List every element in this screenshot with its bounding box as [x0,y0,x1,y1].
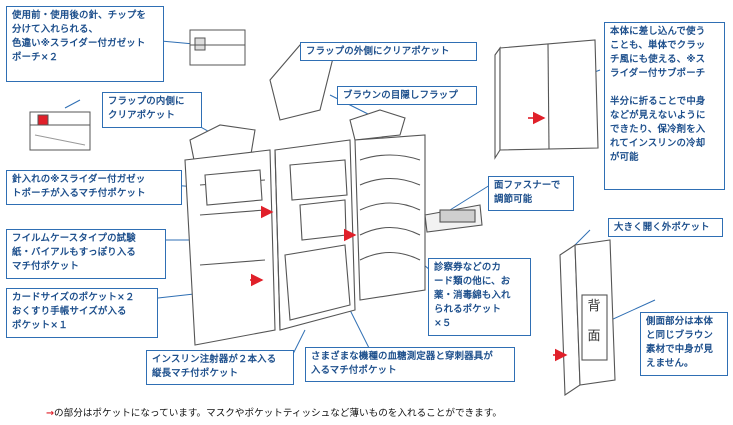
label-insulin-syringe-pocket: インスリン注射器が２本入る 縦長マチ付ポケット [146,350,294,385]
label-card-pockets-x5: 診察券などのカ ード類の他に、お 薬・消毒綿も入れ られるポケット ×５ [428,258,531,336]
label-needle-gusset-pocket: 針入れの※スライダー付ガゼッ トポーチが入るマチ付ポケット [6,170,182,205]
red-arrow-icon: → [46,408,55,419]
label-flap-outer-clear-pocket: フラップの外側にクリアポケット [300,42,477,61]
sub-pouch-illustration [494,39,599,160]
label-sub-pouch: 本体に差し込んで使う ことも、単体でクラッ チ風にも使える、※ス ライダー付サブ… [604,22,725,190]
label-velcro-adjustable: 面ファスナーで 調節可能 [488,176,574,211]
back-side-illustration [559,239,616,397]
label-card-size-pockets: カードサイズのポケット×２ おくすり手帳サイズが入る ポケット×１ [6,288,158,338]
footer-text: の部分はポケットになっています。マスクやポケットティッシュなど薄いものを入れるこ… [54,408,502,419]
label-brown-cover-flap: ブラウンの目隠しフラップ [337,86,477,105]
label-side-brown-material: 側面部分は本体 と同じブラウン 素材で中身が見 えません。 [640,312,728,376]
gusset-pouch-illustration-1 [189,29,246,66]
label-film-case-pocket: フイルムケースタイプの試験 紙・バイアルもすっぽり入る マチ付ポケット [6,229,166,279]
label-large-outer-pocket: 大きく開く外ポケット [608,218,723,237]
side-label-bottom: 面 [587,329,600,344]
pocket-arrows [250,111,568,362]
label-flap-inner-clear-pocket: フラップの内側に クリアポケット [102,92,202,128]
main-case-illustration [184,44,483,346]
side-label-top: 背 [587,299,600,314]
label-glucose-meter-pocket: さまざまな機種の血糖測定器と穿刺器具が 入るマチ付ポケット [305,347,515,382]
gusset-pouch-illustration-2 [29,111,91,151]
footer-note: →の部分はポケットになっています。マスクやポケットティッシュなど薄いものを入れる… [46,405,502,419]
label-gusset-pouch-x2: 使用前・使用後の針、チップを 分けて入れられる、 色違い※スライダー付ガゼット … [6,6,164,82]
